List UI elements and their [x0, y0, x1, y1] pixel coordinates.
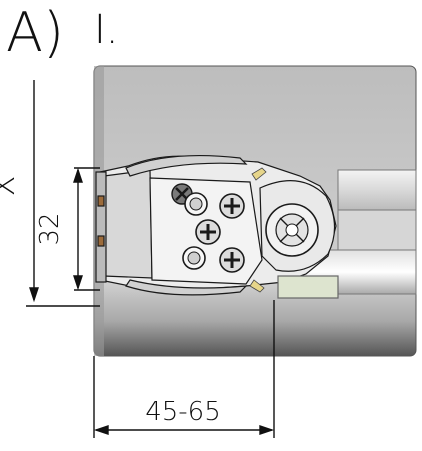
arrowhead [73, 275, 83, 291]
phillips-screw-icon [219, 247, 245, 273]
section-letter: A) [6, 1, 65, 64]
arrowhead [93, 425, 109, 435]
cam-pivot [265, 203, 319, 257]
phillips-screw-icon [219, 193, 245, 219]
mounting-hole-icon [182, 246, 206, 270]
arrowhead [259, 425, 275, 435]
mounting-hole-icon [184, 192, 208, 216]
arrowhead [73, 167, 83, 183]
vertical-dimension-label: 32 [35, 212, 65, 245]
phillips-screw-icon [195, 219, 221, 245]
arrowhead [29, 287, 39, 303]
horizontal-dimension-label: 45-65 [145, 397, 221, 427]
step-number: I. [94, 7, 119, 53]
height-label: X [0, 176, 22, 197]
